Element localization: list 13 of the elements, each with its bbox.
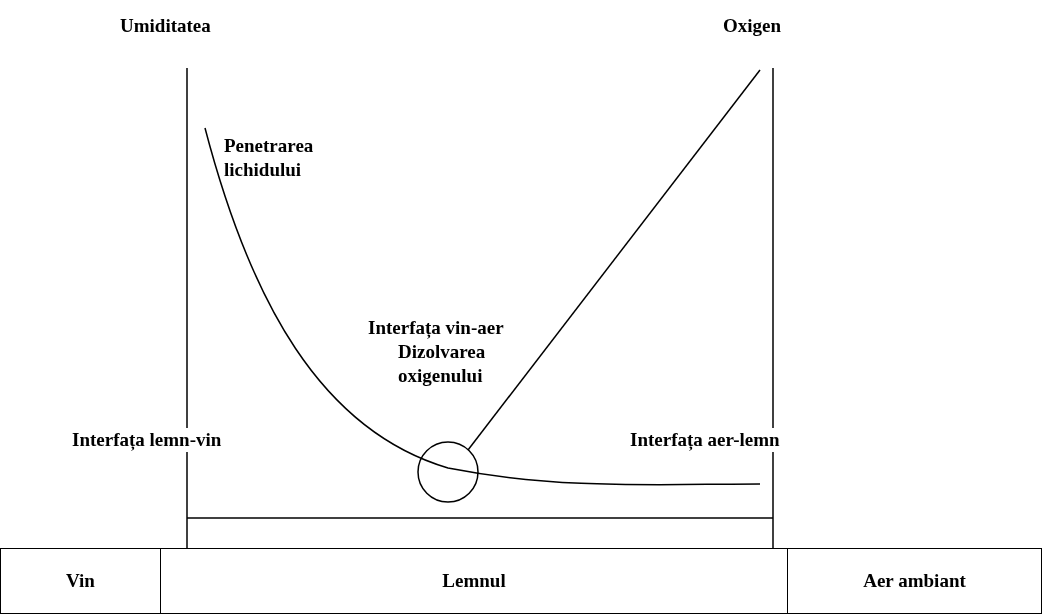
cell-text: Lemnul	[442, 570, 506, 592]
cell-text: Aer ambiant	[863, 570, 966, 592]
table-cell	[160, 548, 788, 614]
cell-text: Vin	[66, 570, 95, 592]
interface-label: Interfața aer-lemn	[630, 428, 780, 452]
process-label: Dizolvarea oxigenului	[398, 340, 487, 388]
axis-label: Umiditatea	[120, 14, 211, 38]
interface-label: Interfața vin-aer	[368, 316, 504, 340]
table-cell	[787, 548, 1042, 614]
axis-label: Oxigen	[723, 14, 782, 38]
table-cell	[0, 548, 161, 614]
curve-label: Penetrarea lichidului	[224, 134, 315, 182]
interface-label: Interfața lemn-vin	[72, 428, 222, 452]
